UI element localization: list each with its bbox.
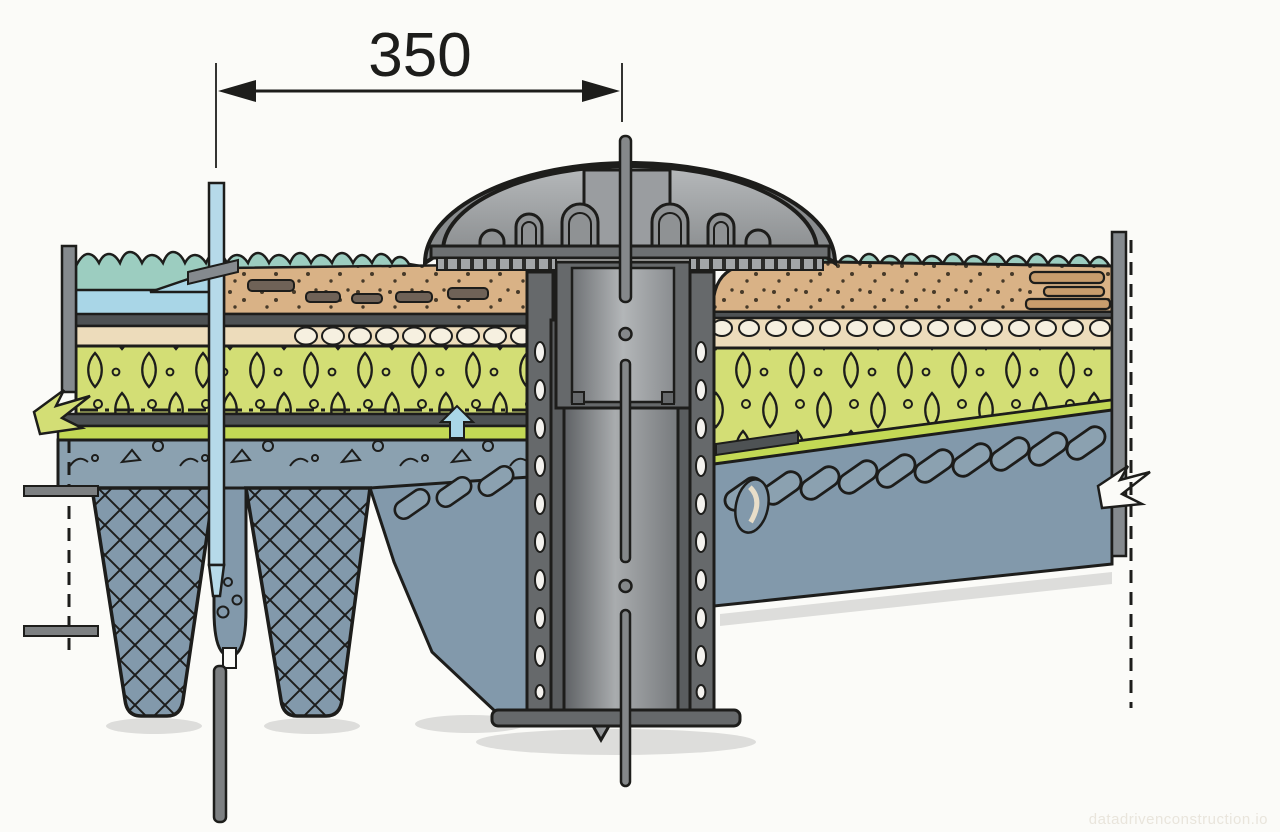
deck-right-hollow-core — [712, 408, 1114, 626]
service-pipe-tip — [207, 563, 226, 598]
break-symbol-left — [32, 388, 91, 436]
seal-detail — [734, 478, 770, 534]
drainage-bubble-row-left — [294, 326, 534, 346]
deck-left-double-tee — [56, 438, 547, 824]
membrane-clamp-bar — [715, 430, 799, 457]
watermark-text: datadrivenconstruction.io — [1089, 811, 1268, 828]
haunch-voids — [393, 464, 515, 521]
levelling-screed-left — [56, 424, 547, 442]
dimension-arrow-right — [582, 80, 620, 102]
concrete-topping-left — [56, 438, 547, 490]
clamp-strip-holes — [534, 341, 707, 700]
dimension-arrow-left — [218, 80, 256, 102]
drain-centerline — [618, 134, 633, 788]
membrane-patches — [247, 279, 489, 304]
insulation-layer-left — [74, 344, 547, 416]
roof-buildup-right — [711, 252, 1114, 466]
tee-rib-2 — [243, 486, 372, 718]
dome-shell — [422, 161, 838, 267]
pipe-collar — [187, 258, 239, 286]
dimension-label: 350 — [368, 21, 471, 90]
service-pipe-body — [207, 181, 226, 567]
rim-slots — [444, 259, 817, 269]
drainage-bubble-row-right — [711, 319, 1111, 337]
waterproof-membrane-left — [74, 312, 552, 328]
water-inlet-arrow — [438, 404, 476, 439]
cut-edge-left — [23, 244, 99, 650]
break-symbol-right — [1096, 464, 1151, 510]
gravel-guard-arches — [478, 202, 772, 254]
bottom-flange — [490, 708, 742, 728]
edge-bar-left — [60, 244, 78, 394]
vapour-barrier-left — [60, 412, 547, 428]
tee-rib-1 — [89, 486, 217, 718]
dimension-annotation: 350 — [215, 21, 623, 168]
hanger-rod-below-deck — [212, 664, 228, 824]
roof-buildup-left — [56, 250, 552, 442]
cut-edge-right — [1096, 230, 1151, 708]
service-pipe — [187, 181, 239, 598]
flashing-layers-right-edge — [1024, 270, 1112, 311]
joint-slot — [222, 647, 237, 669]
